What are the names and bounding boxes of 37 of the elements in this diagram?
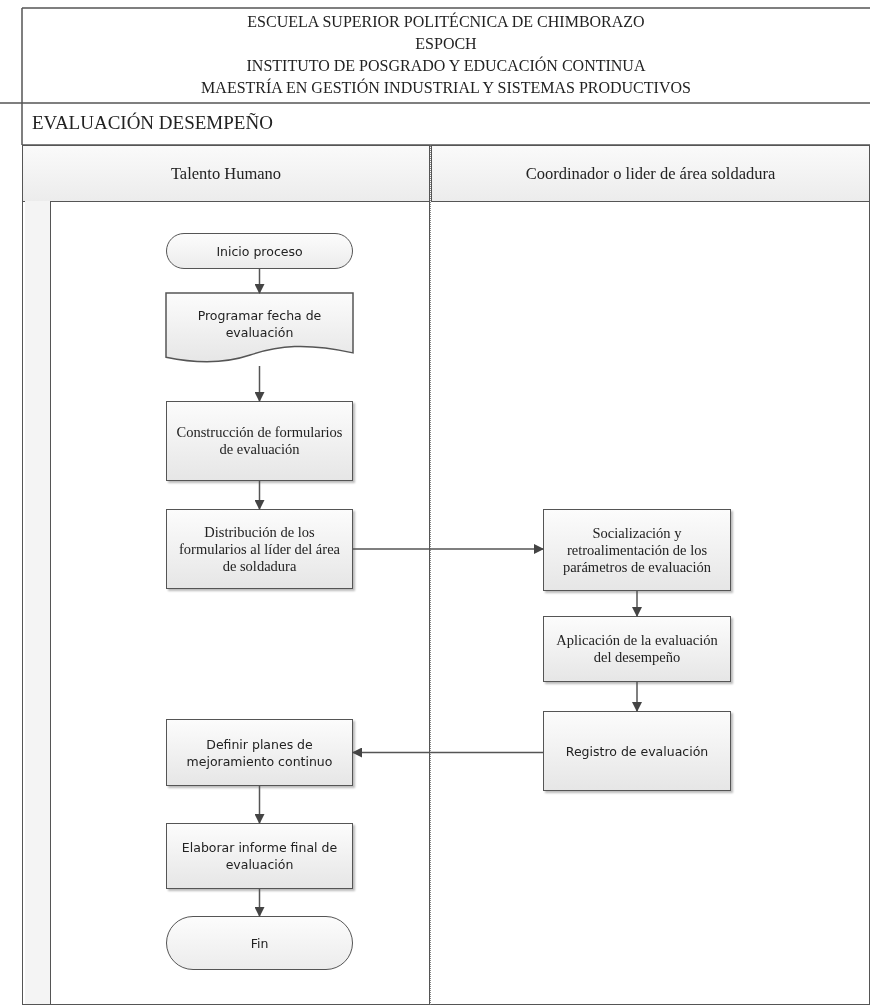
node-label: Registro de evaluación xyxy=(565,742,709,760)
process-box xyxy=(166,719,353,786)
arrow xyxy=(632,681,642,712)
swimlane xyxy=(430,145,870,1005)
node-label: Socialización y retroalimentación de los parámetros de evaluación xyxy=(561,524,713,576)
node-label: Fin xyxy=(250,934,269,952)
lane-title: Talento Humano xyxy=(170,163,282,184)
arrow xyxy=(254,888,265,917)
node-label: Construcción de formularios de evaluación xyxy=(175,424,344,458)
terminator-shape xyxy=(166,916,353,970)
process-box xyxy=(166,509,353,589)
header-text: MAESTRÍA EN GESTIÓN INDUSTRIAL Y SISTEMAS PRODUCTIVOS xyxy=(200,78,692,97)
lane-title: Coordinador o lider de área soldadura xyxy=(525,163,776,184)
node-label: Elaborar informe final de evaluación xyxy=(180,839,339,873)
header-text: INSTITUTO DE POSGRADO Y EDUCACIÓN CONTINUA xyxy=(245,56,647,75)
process-box xyxy=(166,401,353,481)
process-box xyxy=(166,823,353,889)
arrow xyxy=(632,590,642,617)
node-label: Definir planes de mejoramiento continuo xyxy=(185,735,334,770)
arrow xyxy=(352,544,544,554)
node-label: Aplicación de la evaluación del desempeño xyxy=(555,632,719,666)
arrow xyxy=(352,747,544,758)
arrow xyxy=(254,268,265,294)
process-box xyxy=(543,616,731,682)
diagram-title: EVALUACIÓN DESEMPEÑO xyxy=(32,112,273,134)
node-label: Distribución de los formularios al líder del área de soldadura xyxy=(177,523,341,575)
process-box xyxy=(543,711,731,791)
arrow xyxy=(254,480,265,510)
arrow xyxy=(254,365,265,402)
terminator-shape xyxy=(166,233,353,269)
node-label: Inicio proceso xyxy=(216,242,303,260)
header-text: ESCUELA SUPERIOR POLITÉCNICA DE CHIMBORAZO xyxy=(246,12,646,31)
arrow xyxy=(254,785,265,824)
header-text: ESPOCH xyxy=(414,34,478,53)
swimlane xyxy=(22,145,430,1005)
node-label: Programar fecha de evaluación xyxy=(196,307,323,341)
process-box xyxy=(543,509,731,591)
